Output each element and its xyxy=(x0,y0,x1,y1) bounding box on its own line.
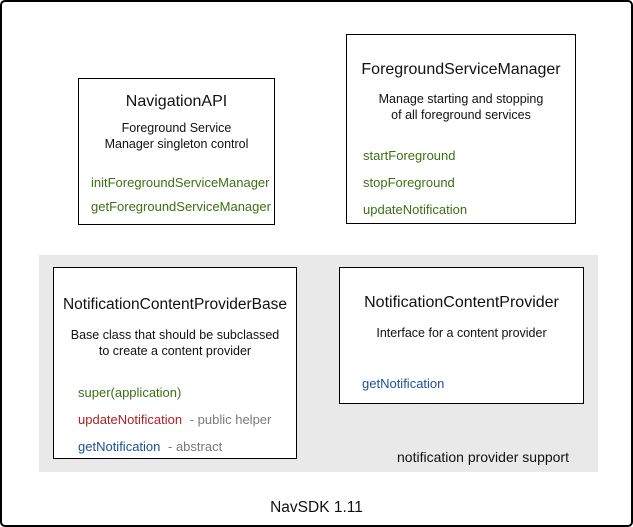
method-list: getNotification xyxy=(340,374,583,394)
class-description-notification-content-provider: Interface for a content provider xyxy=(340,325,583,341)
class-description-foreground-service-manager: Manage starting and stopping of all fore… xyxy=(347,91,575,123)
method-get-notification: getNotification - abstract xyxy=(78,433,296,460)
class-title-navigation-api: NavigationAPI xyxy=(125,93,228,110)
diagram-caption: NavSDK 1.11 xyxy=(270,499,363,516)
method-annotation: - public helper xyxy=(189,412,272,427)
class-box-notification-content-provider-base: NotificationContentProviderBase Base cla… xyxy=(53,267,297,459)
method-init-foreground-service-manager: initForegroundServiceManager xyxy=(91,175,270,190)
description-line: Manager singleton control xyxy=(104,137,249,151)
class-title-notification-content-provider: NotificationContentProvider xyxy=(364,294,559,311)
method-label: super(application) xyxy=(78,385,182,400)
class-box-notification-content-provider: NotificationContentProvider Interface fo… xyxy=(339,267,584,404)
method-list: startForeground stopForeground updateNot… xyxy=(347,142,575,223)
description-line: of all foreground services xyxy=(391,108,531,122)
method-label: updateNotification xyxy=(78,412,183,427)
description-line: Manage starting and stopping xyxy=(378,92,544,106)
method-get-notification: getNotification xyxy=(362,376,445,391)
method-list: initForegroundServiceManager getForegrou… xyxy=(79,171,274,219)
method-annotation: - abstract xyxy=(168,439,223,454)
description-line: Foreground Service xyxy=(121,121,232,135)
method-update-notification: updateNotification xyxy=(363,202,468,217)
class-title-notification-content-provider-base: NotificationContentProviderBase xyxy=(62,296,287,313)
class-description-notification-content-provider-base: Base class that should be subclassed to … xyxy=(54,327,296,359)
description-line: to create a content provider xyxy=(98,344,252,358)
method-get-foreground-service-manager: getForegroundServiceManager xyxy=(91,199,271,214)
method-list: super(application) updateNotification - … xyxy=(54,379,296,460)
description-line: Interface for a content provider xyxy=(376,326,547,340)
class-box-foreground-service-manager: ForegroundServiceManager Manage starting… xyxy=(346,34,576,224)
method-label: getNotification xyxy=(78,439,161,454)
method-start-foreground: startForeground xyxy=(363,148,456,163)
method-super-application: super(application) xyxy=(78,379,296,406)
class-title-foreground-service-manager: ForegroundServiceManager xyxy=(361,61,561,78)
class-description-navigation-api: Foreground Service Manager singleton con… xyxy=(79,120,274,152)
description-line: Base class that should be subclassed xyxy=(70,328,280,342)
notification-provider-support-label: notification provider support xyxy=(397,449,569,465)
class-box-navigation-api: NavigationAPI Foreground Service Manager… xyxy=(78,78,275,225)
method-update-notification: updateNotification - public helper xyxy=(78,406,296,433)
method-stop-foreground: stopForeground xyxy=(363,175,455,190)
